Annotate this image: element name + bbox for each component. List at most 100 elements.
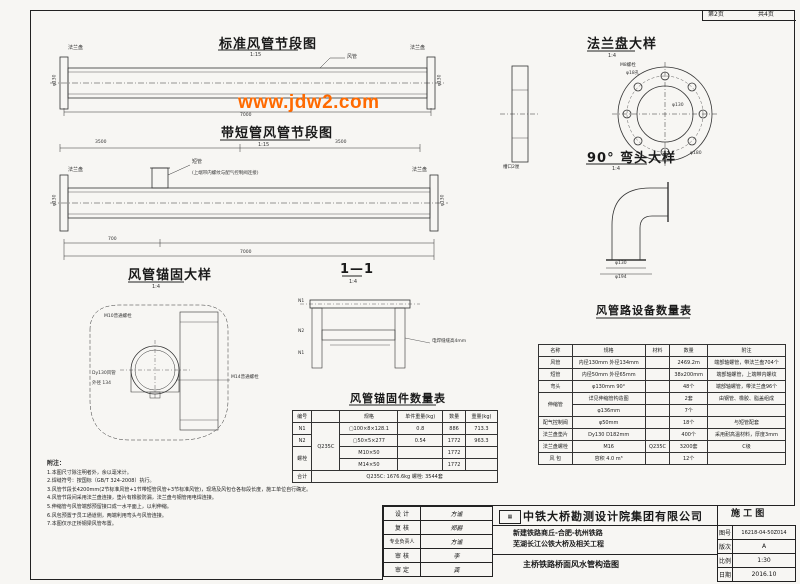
flange-hole-label: φ18孔 [626, 71, 640, 76]
note-line: 2.焊缝符号：按国标（GB/T 324-2008）执行。 [47, 478, 155, 485]
flange-groove-label: 槽口2厘 [503, 165, 520, 170]
anchor-table: 编号 规格 单件重量(kg) 数量 重量(kg) N1 Q235C ▢100×8… [291, 410, 499, 483]
section-n2-label: N2 [298, 329, 305, 334]
table-row: 螺栓 M10×50 1772 [291, 446, 499, 471]
elbow-detail-drawing [600, 182, 669, 275]
flange-d1-label: φ130 [672, 103, 684, 108]
equipment-table-title: 风管路设备数量表 [596, 304, 692, 317]
short-dia-dim-right: φ130 [440, 194, 446, 207]
table-row: N1 Q235C ▢100×8×128.1 0.8 886 713.3 [291, 422, 499, 471]
anchor-table-title: 风管锚固件数量表 [350, 392, 446, 405]
anchor-detail-drawing [89, 304, 230, 441]
standard-segment-drawing [50, 56, 445, 116]
table-row: 审 核李 [383, 548, 493, 563]
standard-dia-dim-left: φ130 [52, 74, 58, 87]
short-flange-label-left: 法兰盘 [68, 167, 84, 173]
table-row: M14×50 1772 [293, 458, 499, 471]
project-line-2: 芜湖长江公铁大桥及相关工程 [513, 540, 604, 548]
short-segment-drawing [50, 144, 448, 260]
signature-table: 设 计方谧 复 核郑爵 专业负责人方谧 审 核李 审 定龚 [383, 506, 493, 577]
elbow-d2-label: φ194 [615, 275, 627, 280]
project-line-1: 新建铁路商丘-合肥-杭州铁路 [513, 529, 603, 537]
note-line: 6.风包预置于员工通道侧，两端利用弯头与风管连接。 [47, 512, 167, 519]
standard-flange-label-right: 法兰盘 [410, 45, 426, 51]
flange-detail-scale: 1:4 [608, 53, 617, 59]
table-row: 复 核郑爵 [383, 520, 493, 535]
elbow-detail-scale: 1:4 [612, 166, 621, 172]
company-name: 中铁大桥勘测设计院集团有限公司 [523, 510, 703, 523]
flange-detail-drawing [500, 62, 718, 166]
short-flange-label-right: 法兰盘 [412, 167, 428, 173]
standard-dia-dim-right: φ130 [437, 74, 443, 87]
short-pipe-label: 短管 [192, 159, 203, 165]
short-dim-right: 3500 [335, 140, 347, 145]
anchor-bolt-label: M10普通螺栓 [104, 314, 132, 319]
section-weld-label: 电焊缝缝高4mm [432, 339, 467, 344]
standard-pipe-label: 风管 [347, 54, 358, 60]
short-pipe-note: (上端带内螺纹与配气控制阀连接) [192, 171, 259, 176]
short-segment-scale: 1:15 [258, 142, 270, 148]
section-drawing [300, 299, 431, 369]
flange-d2-label: φ180 [690, 151, 702, 156]
anchor-m14-label: M14普通螺栓 [231, 375, 259, 380]
short-segment-title: 带短管风管节段图 [221, 126, 334, 141]
section-scale: 1:4 [349, 279, 358, 285]
note-line: 4.风管节段间采用法兰盘连接，垫片有橡胶防漏，法兰盘与钢管用电焊连接。 [47, 495, 217, 502]
short-dim-left: 3500 [95, 140, 107, 145]
table-row: 审 定龚 [383, 562, 493, 577]
standard-flange-label-left: 法兰盘 [68, 45, 84, 51]
standard-segment-title: 标准风管节段图 [219, 37, 318, 52]
flange-bolt-label: M8螺栓 [620, 63, 636, 68]
standard-length-dim: 7000 [240, 113, 252, 118]
note-line: 3.风管节段长4200mm(2节标准风管+1节带短管风管+3节标准风管)，现场及… [47, 486, 312, 493]
elbow-d1-label: φ130 [615, 261, 627, 266]
sheet-total: 共4页 [758, 11, 774, 18]
section-title: 1—1 [340, 262, 375, 277]
note-line: 1.本图尺寸除注明者外，余以毫米计。 [47, 469, 132, 476]
title-block: 设 计方谧 复 核郑爵 专业负责人方谧 审 核李 审 定龚 ▦ 中铁大桥勘测设计… [382, 505, 796, 582]
sheet-number: 第2页 共4页 [702, 10, 796, 21]
section-n1-label: N1 [298, 299, 305, 304]
drawing-title: 主桥铁路桥面风水管构造图 [523, 560, 619, 569]
table-row: 名称 规格 材料 数量 附注 [538, 344, 786, 357]
short-dim-total: 7000 [240, 250, 252, 255]
elbow-detail-title: 90° 弯头大样 [587, 151, 677, 166]
table-row: 专业负责人方谧 [383, 534, 493, 549]
notes-title: 附注： [47, 460, 66, 467]
table-row: N2 ▢50×5×277 0.54 1772 963.3 [291, 434, 499, 447]
short-dim-700: 700 [108, 237, 117, 242]
notes-block: 附注： 1.本图尺寸除注明者外，余以毫米计。 2.焊缝符号：按国标（GB/T 3… [47, 460, 311, 529]
sheet-page: 第2页 [708, 11, 724, 18]
short-dia-dim-left: φ130 [52, 194, 58, 207]
table-row: 设 计方谧 [383, 506, 493, 521]
stage-label: 施 工 图 [731, 509, 765, 519]
watermark: www.jdw2.com [238, 92, 380, 113]
note-line: 7.本图仅示正桥钢梁风管布置。 [47, 521, 117, 528]
note-line: 5.伸缩管与风管端部预留接口成一水平面上，以利伸缩。 [47, 503, 172, 510]
anchor-pipe-label: Dy130风管 [92, 371, 116, 376]
flange-detail-title: 法兰盘大样 [587, 37, 658, 52]
standard-segment-scale: 1:15 [250, 52, 262, 58]
section-n1b-label: N1 [298, 351, 305, 356]
anchor-pipe-od-label: 外径 134 [92, 381, 112, 386]
anchor-detail-scale: 1:4 [152, 284, 161, 290]
table-row: 编号 规格 单件重量(kg) 数量 重量(kg) [291, 410, 499, 423]
anchor-detail-title: 风管锚固大样 [128, 268, 213, 283]
company-logo-icon: ▦ [499, 510, 521, 524]
